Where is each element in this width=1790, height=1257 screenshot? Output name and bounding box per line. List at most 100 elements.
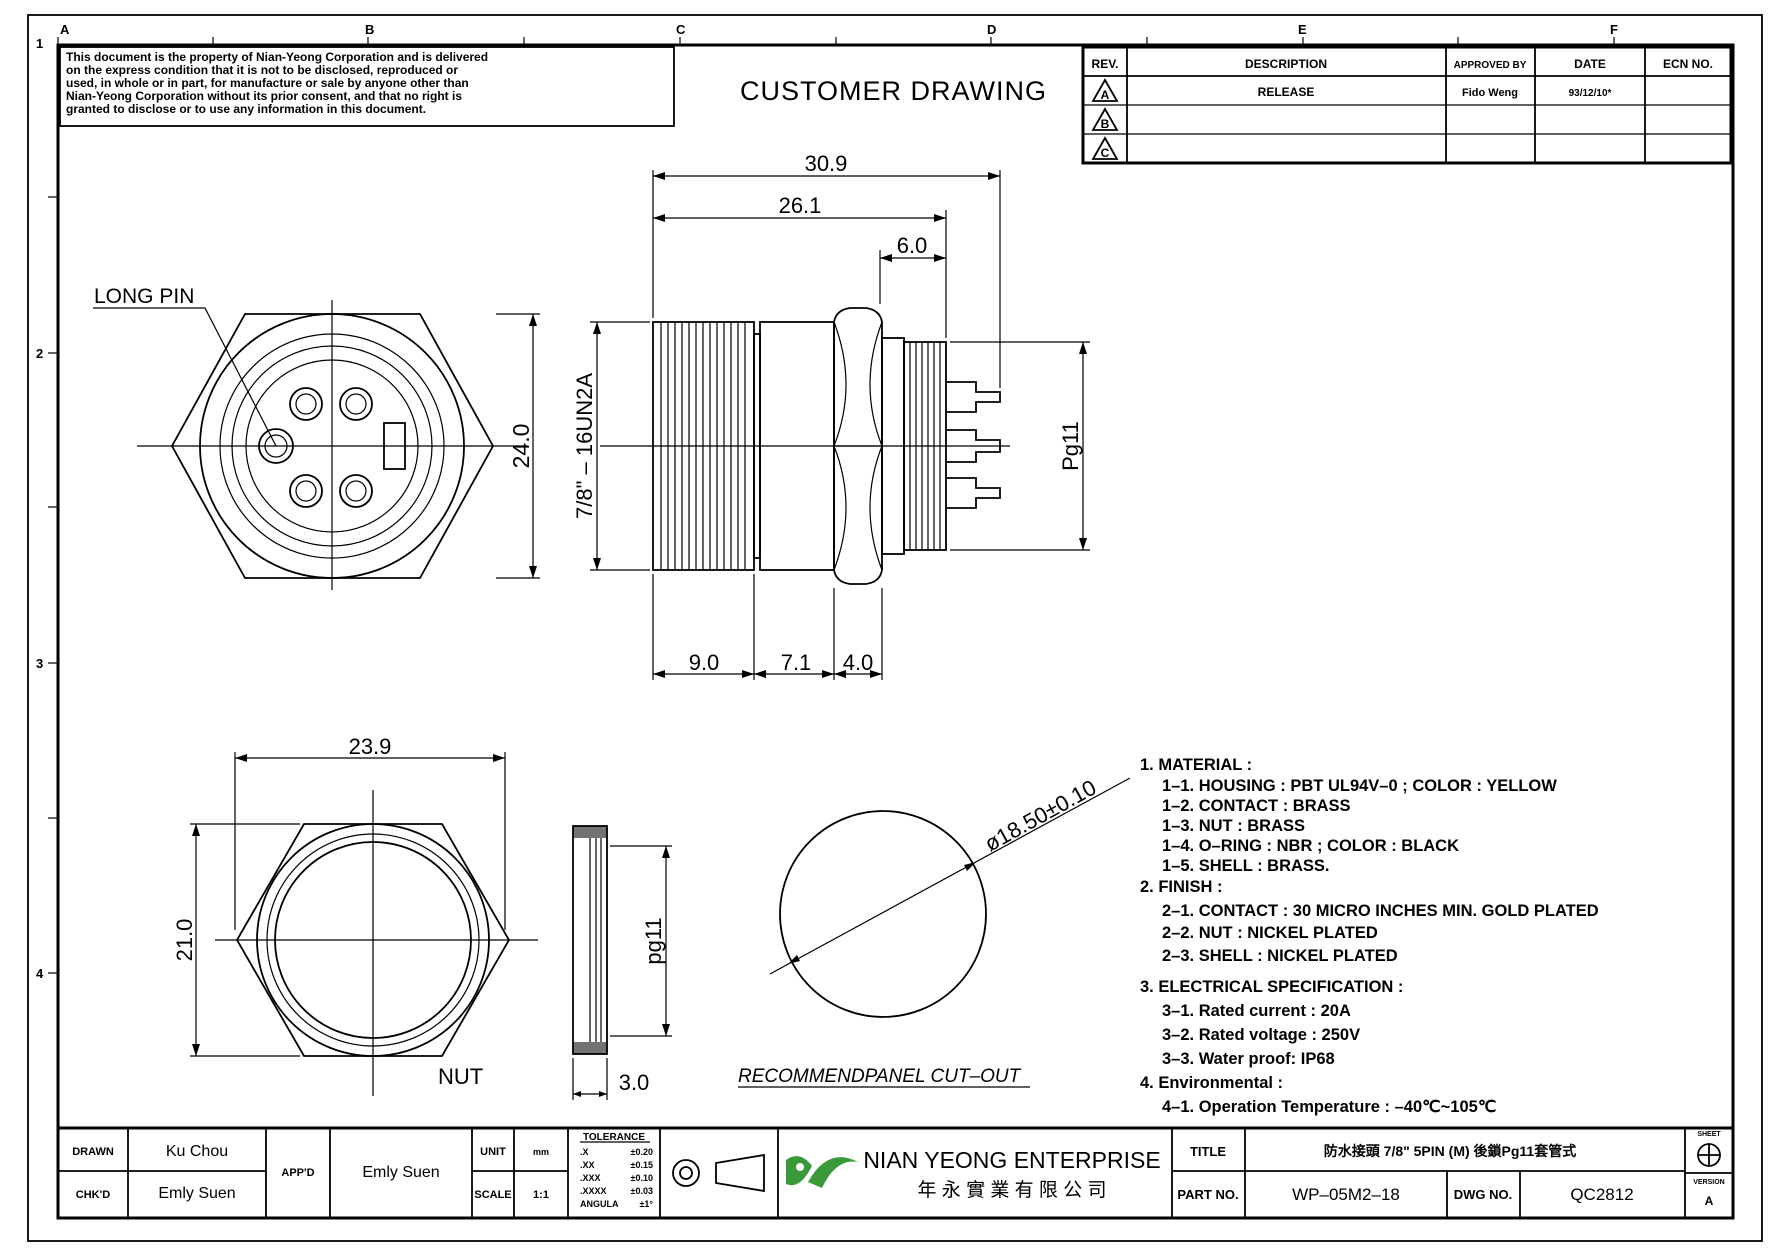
rev-header-ecn: ECN NO.	[1663, 57, 1713, 71]
dim-length-26: 26.1	[779, 193, 822, 218]
inner-frame	[56, 43, 1735, 1220]
version-label: VERSION	[1693, 1179, 1725, 1186]
long-pin-leader	[93, 307, 277, 447]
rev-a-date: 93/12/10*	[1569, 88, 1612, 99]
version-value: A	[1705, 1194, 1714, 1208]
appd-label: APP'D	[281, 1167, 314, 1179]
notice-line-5: granted to disclose or to use any inform…	[66, 102, 426, 116]
spec-line-14: 3–3. Water proof: IP68	[1162, 1050, 1335, 1068]
cutout-label: RECOMMENDPANEL CUT–OUT	[738, 1066, 1022, 1087]
front-view: LONG PIN 24.0	[93, 285, 540, 590]
title-label: TITLE	[1190, 1144, 1226, 1159]
spec-line-5: 1–4. O–RING : NBR ; COLOR : BLACK	[1162, 837, 1459, 855]
spec-line-7: 2. FINISH :	[1140, 878, 1223, 896]
side-view: 30.9 26.1 6.0 7/8" – 16UN2A Pg11 9.0 7.1…	[572, 151, 1090, 680]
tol-key-1: .X	[580, 1147, 589, 1157]
spec-line-1: 1. MATERIAL :	[1140, 756, 1252, 774]
appd-value: Emly Suen	[362, 1164, 439, 1181]
title-value: 防水接頭 7/8" 5PIN (M) 後鎖Pg11套管式	[1324, 1143, 1576, 1159]
notice-line-4: Nian-Yeong Corporation without its prior…	[66, 89, 462, 103]
tol-val-5: ±1°	[639, 1199, 653, 1209]
spec-line-4: 1–3. NUT : BRASS	[1162, 817, 1305, 835]
grid-row-4: 4	[36, 966, 44, 981]
nut-label: NUT	[438, 1064, 483, 1089]
dim-overall-length: 30.9	[805, 151, 848, 176]
tol-val-2: ±0.15	[631, 1160, 653, 1170]
title-block: DRAWN Ku Chou CHK'D Emly Suen APP'D Emly…	[56, 1126, 1735, 1220]
part-label: PART NO.	[1177, 1187, 1238, 1202]
dwg-value: QC2812	[1570, 1185, 1633, 1204]
notice-line-2: on the express condition that it is not …	[66, 63, 458, 77]
revision-table: REV. DESCRIPTION APPROVED BY DATE ECN NO…	[1081, 45, 1733, 165]
dim-hex-len: 4.0	[843, 650, 874, 675]
dim-thread-spec: 7/8" – 16UN2A	[572, 373, 597, 519]
notice-box	[59, 46, 675, 127]
dim-nut-thread: pg11	[641, 917, 666, 964]
grid-col-c: C	[676, 22, 686, 37]
grid-col-a: A	[60, 22, 70, 37]
rev-header-rev: REV.	[1092, 57, 1119, 71]
spec-line-13: 3–2. Rated voltage : 250V	[1162, 1026, 1360, 1044]
drawing-heading: CUSTOMER DRAWING	[740, 76, 1047, 106]
tolerance-title: TOLERANCE	[583, 1132, 645, 1143]
dim-hex-flats: 24.0	[508, 424, 534, 469]
rev-triangle-a	[1091, 78, 1119, 102]
tol-key-5: ANGULA	[580, 1199, 619, 1209]
notice-text: This document is the property of Nian-Ye…	[66, 50, 488, 116]
unit-value: mm	[533, 1147, 549, 1157]
rev-header-date: DATE	[1574, 57, 1606, 71]
rev-triangle-c	[1091, 136, 1119, 160]
rev-a-approved: Fido Weng	[1462, 87, 1518, 99]
dim-nut-thickness: 3.0	[619, 1070, 650, 1095]
company-name-cn: 年 永 實 業 有 限 公 司	[918, 1179, 1107, 1201]
spec-line-12: 3–1. Rated current : 20A	[1162, 1002, 1351, 1020]
nut-view: 23.9 21.0 NUT	[172, 734, 538, 1096]
long-pin-label: LONG PIN	[94, 285, 194, 308]
spec-line-6: 1–5. SHELL : BRASS.	[1162, 857, 1330, 875]
rev-a-letter: A	[1101, 88, 1110, 102]
grid-row-3: 3	[36, 656, 43, 671]
grid-row-labels: 1 2 3 4	[36, 36, 44, 981]
pin-sockets	[258, 387, 373, 508]
grid-col-f: F	[1610, 22, 1618, 37]
grid-col-b: B	[365, 22, 374, 37]
sheet-label: SHEET	[1697, 1131, 1721, 1138]
tol-val-3: ±0.10	[631, 1173, 653, 1183]
grid-col-e: E	[1298, 22, 1307, 37]
specifications: 1. MATERIAL : 1–1. HOUSING : PBT UL94V–0…	[1140, 756, 1599, 1116]
company-name: NIAN YEONG ENTERPRISE	[863, 1147, 1160, 1173]
grid-row-2: 2	[36, 346, 43, 361]
grid-col-d: D	[987, 22, 996, 37]
chkd-value: Emly Suen	[158, 1185, 235, 1202]
tol-key-2: .XX	[580, 1160, 595, 1170]
spec-line-16: 4–1. Operation Temperature : –40℃~105℃	[1162, 1098, 1497, 1116]
rev-c-letter: C	[1101, 146, 1110, 160]
unit-label: UNIT	[480, 1146, 506, 1158]
spec-line-9: 2–2. NUT : NICKEL PLATED	[1162, 924, 1378, 942]
dim-nut-width: 23.9	[349, 734, 392, 759]
rev-header-description: DESCRIPTION	[1245, 57, 1327, 71]
drawn-label: DRAWN	[72, 1146, 114, 1158]
rev-triangle-b	[1091, 107, 1119, 131]
spec-line-15: 4. Environmental :	[1140, 1074, 1283, 1092]
tol-key-3: .XXX	[580, 1173, 601, 1183]
chkd-label: CHK'D	[76, 1189, 110, 1201]
tol-val-1: ±0.20	[631, 1147, 653, 1157]
sheet-symbol-icon	[1697, 1143, 1721, 1167]
tol-val-4: ±0.03	[631, 1186, 653, 1196]
scale-label: SCALE	[474, 1189, 511, 1201]
dim-front-thread-len: 9.0	[689, 650, 720, 675]
drawn-value: Ku Chou	[166, 1143, 228, 1160]
grid-row-1: 1	[36, 36, 43, 51]
outer-border	[27, 14, 1763, 1242]
rev-a-description: RELEASE	[1258, 85, 1315, 99]
notice-line-3: used, in whole or in part, for manufactu…	[66, 76, 469, 90]
projection-symbol-icon	[672, 1153, 765, 1193]
scale-value: 1:1	[533, 1189, 549, 1201]
part-value: WP–05M2–18	[1292, 1185, 1400, 1204]
notice-line-1: This document is the property of Nian-Ye…	[66, 50, 488, 64]
nut-side-view: pg11 3.0	[572, 825, 672, 1100]
spec-line-3: 1–2. CONTACT : BRASS	[1162, 797, 1351, 815]
spec-line-11: 3. ELECTRICAL SPECIFICATION :	[1140, 978, 1403, 996]
